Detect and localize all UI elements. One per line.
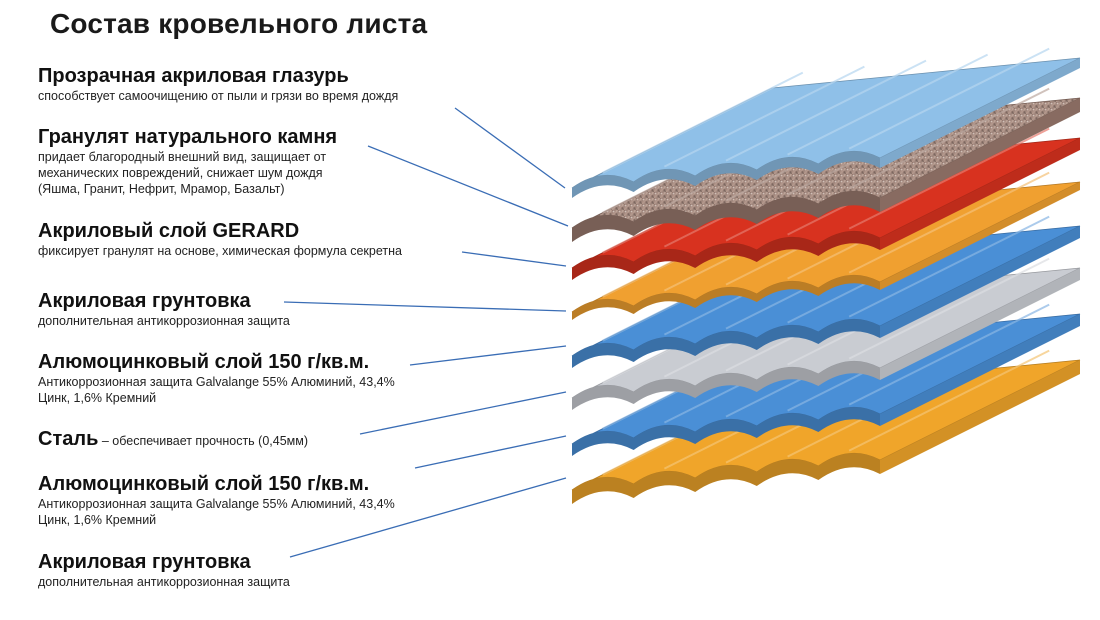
layer-description-line: Антикоррозионная защита Galvalange 55% А… <box>38 375 395 389</box>
layer-heading: Акриловый слой GERARD <box>38 220 300 242</box>
layer-sheets <box>571 47 1081 504</box>
page-title: Состав кровельного листа <box>50 8 428 39</box>
layer-label-aluzinc-bottom: Алюмоцинковый слой 150 г/кв.м. Антикорро… <box>38 472 395 528</box>
layer-label-acrylic-primer-bottom: Акриловая грунтовка дополнительная антик… <box>38 550 290 590</box>
layer-heading: Акриловая грунтовка <box>38 290 251 312</box>
layer-label-acrylic-glaze: Прозрачная акриловая глазурь способствуе… <box>38 64 398 104</box>
layer-description-line: Цинк, 1,6% Кремний <box>38 391 157 405</box>
leader-line <box>367 145 569 227</box>
layer-description-line: Антикоррозионная защита Galvalange 55% А… <box>38 497 395 511</box>
layer-heading: Алюмоцинковый слой 150 г/кв.м. <box>38 351 370 373</box>
layer-label-aluzinc-top: Алюмоцинковый слой 150 г/кв.м. Антикорро… <box>38 350 395 406</box>
layer-heading: Гранулят натурального камня <box>38 126 338 148</box>
layer-heading: Прозрачная акриловая глазурь <box>38 65 349 87</box>
layer-description: фиксирует гранулят на основе, химическая… <box>38 244 402 258</box>
leader-line <box>409 345 567 366</box>
layer-description-line: механических повреждений, снижает шум до… <box>38 166 323 180</box>
layer-label-steel: Сталь – обеспечивает прочность (0,45мм) <box>38 427 308 453</box>
layer-heading: Сталь <box>38 428 99 450</box>
layer-heading: Акриловая грунтовка <box>38 551 251 573</box>
layer-label-acrylic-primer-top: Акриловая грунтовка дополнительная антик… <box>38 289 290 329</box>
leader-line <box>289 477 567 558</box>
leader-line <box>359 391 567 435</box>
layer-description-line: (Яшма, Гранит, Нефрит, Мрамор, Базальт) <box>38 182 285 196</box>
layer-label-stone-granulate: Гранулят натурального камня придает благ… <box>38 125 337 197</box>
layer-description: – обеспечивает прочность (0,45мм) <box>98 434 309 448</box>
layer-description-line: Цинк, 1,6% Кремний <box>38 513 157 527</box>
layer-sheet <box>571 47 1081 198</box>
leader-lines <box>283 107 569 558</box>
leader-line <box>454 107 566 189</box>
layer-description-line: придает благородный внешний вид, защищае… <box>38 150 327 164</box>
layer-heading: Алюмоцинковый слой 150 г/кв.м. <box>38 473 370 495</box>
layer-heading-row: Сталь – обеспечивает прочность (0,45мм) <box>38 427 308 453</box>
layer-description: способствует самоочищению от пыли и гряз… <box>38 89 399 103</box>
leader-line <box>414 435 567 469</box>
layer-label-acrylic-gerard: Акриловый слой GERARD фиксирует гранулят… <box>38 219 402 259</box>
layer-description: дополнительная антикоррозионная защита <box>38 575 290 589</box>
leader-line <box>461 251 567 267</box>
leader-line <box>283 301 567 312</box>
layer-description: дополнительная антикоррозионная защита <box>38 314 290 328</box>
